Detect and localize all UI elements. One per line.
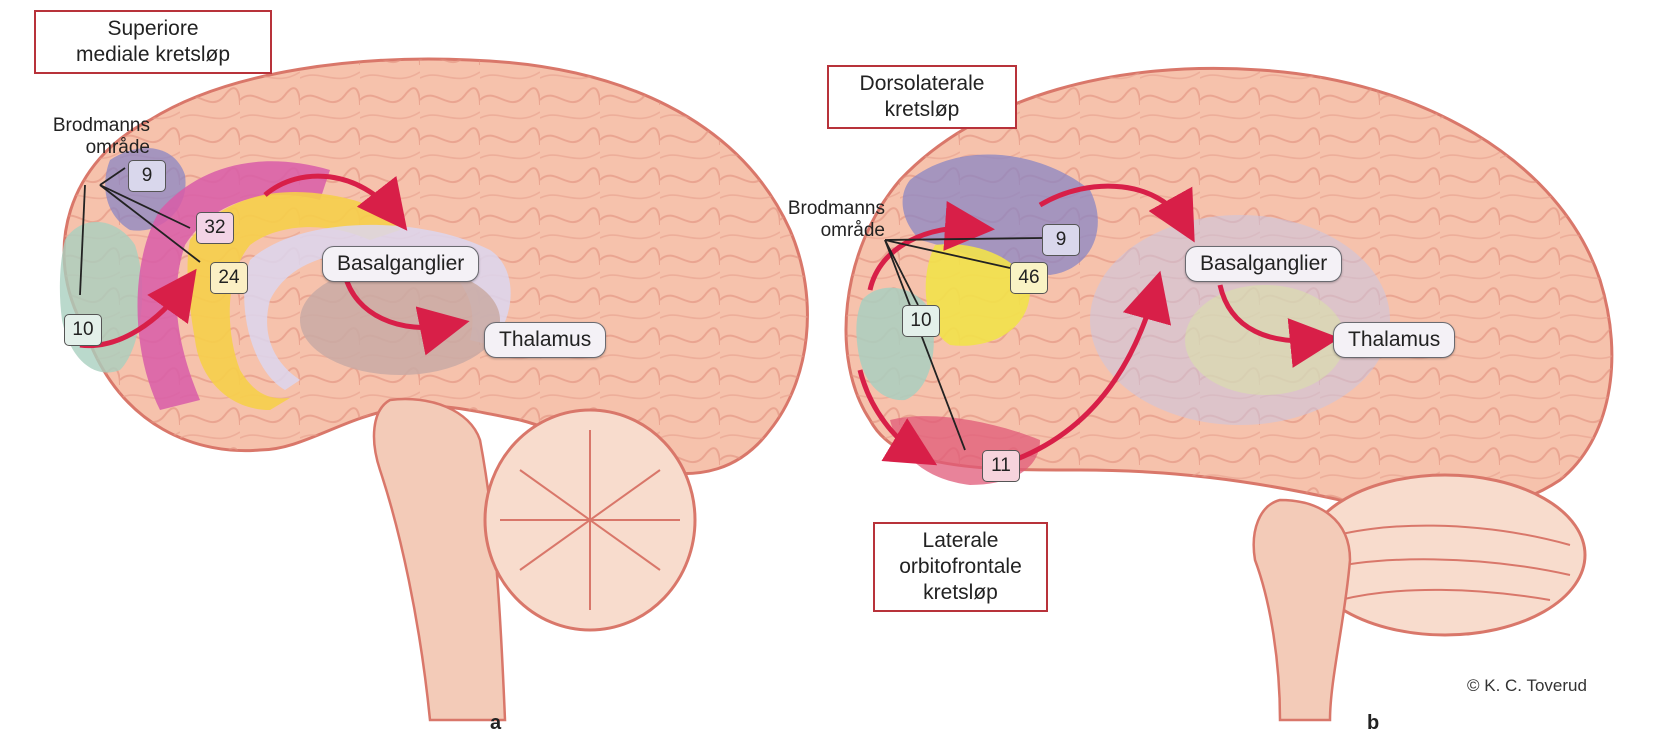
panel-b-area-11-tag: 11 [982, 450, 1020, 482]
panel-a-brain [60, 59, 808, 720]
copyright-text: © K. C. Toverud [1467, 676, 1587, 696]
panel-b-brain [846, 68, 1612, 720]
panel-b-brainstem [1254, 500, 1350, 720]
panel-b-area-10-tag: 10 [902, 305, 940, 337]
panel-b-thalamus-label: Thalamus [1333, 322, 1455, 358]
panel-b-circuit-title-2: Laterale orbitofrontale kretsløp [873, 522, 1048, 612]
panel-a-area-9-tag: 9 [128, 160, 166, 192]
panel-b-area-46-tag: 46 [1010, 262, 1048, 294]
panel-a-area-32-tag: 32 [196, 212, 234, 244]
panel-a-brodmann-label: Brodmanns område [10, 115, 150, 159]
panel-b-circuit-title: Dorsolaterale kretsløp [827, 65, 1017, 129]
panel-b-letter: b [1367, 712, 1379, 735]
panel-b-area-9-tag: 9 [1042, 224, 1080, 256]
panel-a-area-24-tag: 24 [210, 262, 248, 294]
panel-b-thalamus [1185, 285, 1345, 395]
panel-a-letter: a [490, 712, 501, 735]
panel-b-brodmann-label: Brodmanns område [745, 198, 885, 242]
panel-a-brainstem [374, 399, 505, 720]
panel-a-basal-ganglia-label: Basalganglier [322, 246, 479, 282]
panel-b-basal-ganglia-label: Basalganglier [1185, 246, 1342, 282]
panel-a-area-10-tag: 10 [64, 314, 102, 346]
panel-a-circuit-title: Superiore mediale kretsløp [34, 10, 272, 74]
panel-a-thalamus-label: Thalamus [484, 322, 606, 358]
panel-a-area-10 [60, 222, 142, 373]
